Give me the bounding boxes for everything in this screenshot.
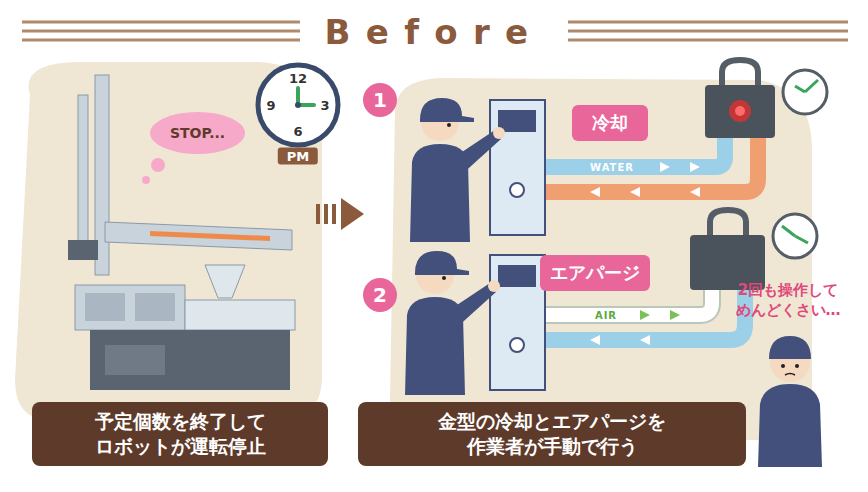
clock-number: 3 [320, 98, 329, 113]
node-text: 金型の冷却とエアパージを 作業者が手動で行う [358, 409, 746, 458]
title: Before [0, 12, 868, 52]
clock-number: 6 [293, 124, 302, 139]
node-text: 2 [373, 282, 387, 308]
clock-number: 9 [266, 98, 275, 113]
time-tag: PM [278, 148, 318, 165]
speech-text: 2回も操作して めんどくさい… [724, 281, 852, 320]
caption-box: 金型の冷却とエアパージを 作業者が手動で行う [358, 402, 746, 466]
node-text: 予定個数を終了して ロボットが運転停止 [32, 409, 328, 458]
callout-number: 1 [363, 83, 397, 117]
node-text: 1 [373, 87, 387, 113]
function-label: 冷却 [572, 105, 648, 141]
pipe-label: AIR [595, 310, 617, 321]
callout-number: 2 [363, 278, 397, 312]
pipe-label: WATER [590, 162, 634, 173]
caption-box: 予定個数を終了して ロボットが運転停止 [32, 402, 328, 466]
function-label: エアパージ [540, 255, 650, 291]
node-text: STOP... [170, 124, 225, 142]
clock-number: 12 [289, 71, 307, 86]
speech-bubble: STOP... [150, 112, 245, 154]
node-text: エアパージ [550, 261, 640, 284]
node-text: 冷却 [592, 111, 628, 134]
